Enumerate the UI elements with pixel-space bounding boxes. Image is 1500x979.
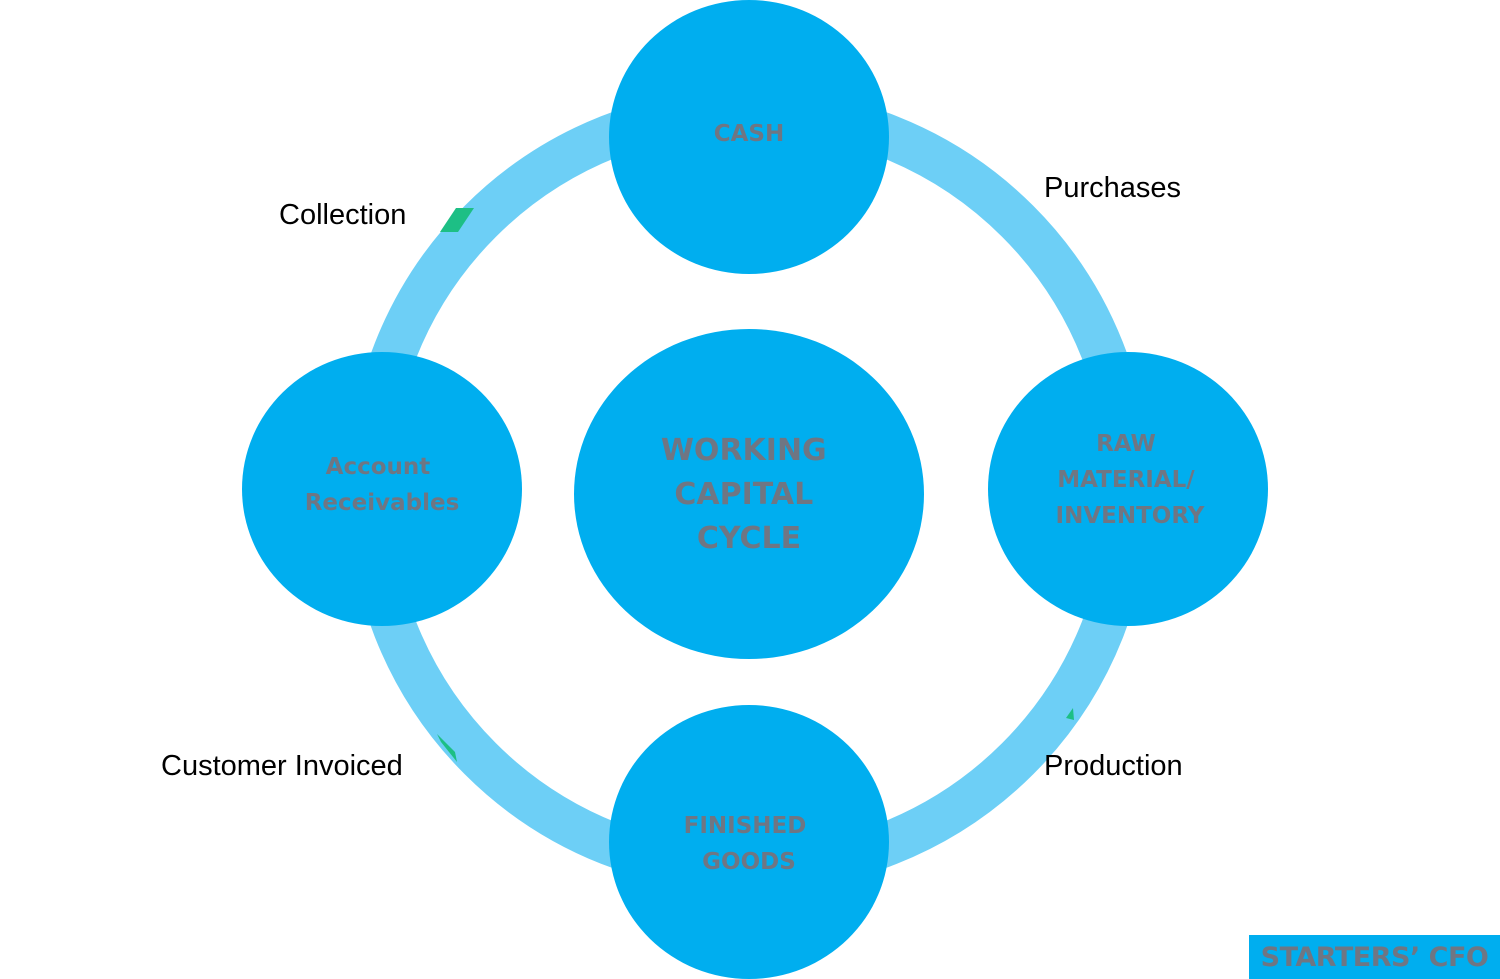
arrow-accent-production	[1066, 708, 1074, 720]
brand-watermark: STARTERS’ CFO	[1249, 935, 1500, 979]
step-label-customer-invoiced: Customer Invoiced	[161, 750, 403, 782]
center-label: WORKING CAPITAL CYCLE	[661, 433, 837, 556]
node-account-receivables: Account Receivables	[242, 352, 522, 626]
node-raw-material-inventory: RAW MATERIAL/ INVENTORY	[988, 352, 1268, 626]
step-label-collection: Collection	[279, 199, 407, 231]
step-label-purchases: Purchases	[1044, 172, 1182, 204]
step-label-production: Production	[1044, 750, 1183, 782]
node-finished-goods: FINISHED GOODS	[609, 705, 889, 979]
node-cash-label: CASH	[714, 121, 785, 147]
arrow-accent-collection	[440, 208, 474, 232]
node-raw-material-label: RAW MATERIAL/ INVENTORY	[1056, 431, 1205, 529]
node-finished-goods-label: FINISHED GOODS	[684, 813, 815, 875]
arrow-accent-customer-invoiced	[437, 734, 457, 762]
node-center-working-capital-cycle: WORKING CAPITAL CYCLE	[574, 329, 924, 659]
node-cash: CASH	[609, 0, 889, 274]
node-account-receivables-label: Account Receivables	[305, 454, 460, 516]
